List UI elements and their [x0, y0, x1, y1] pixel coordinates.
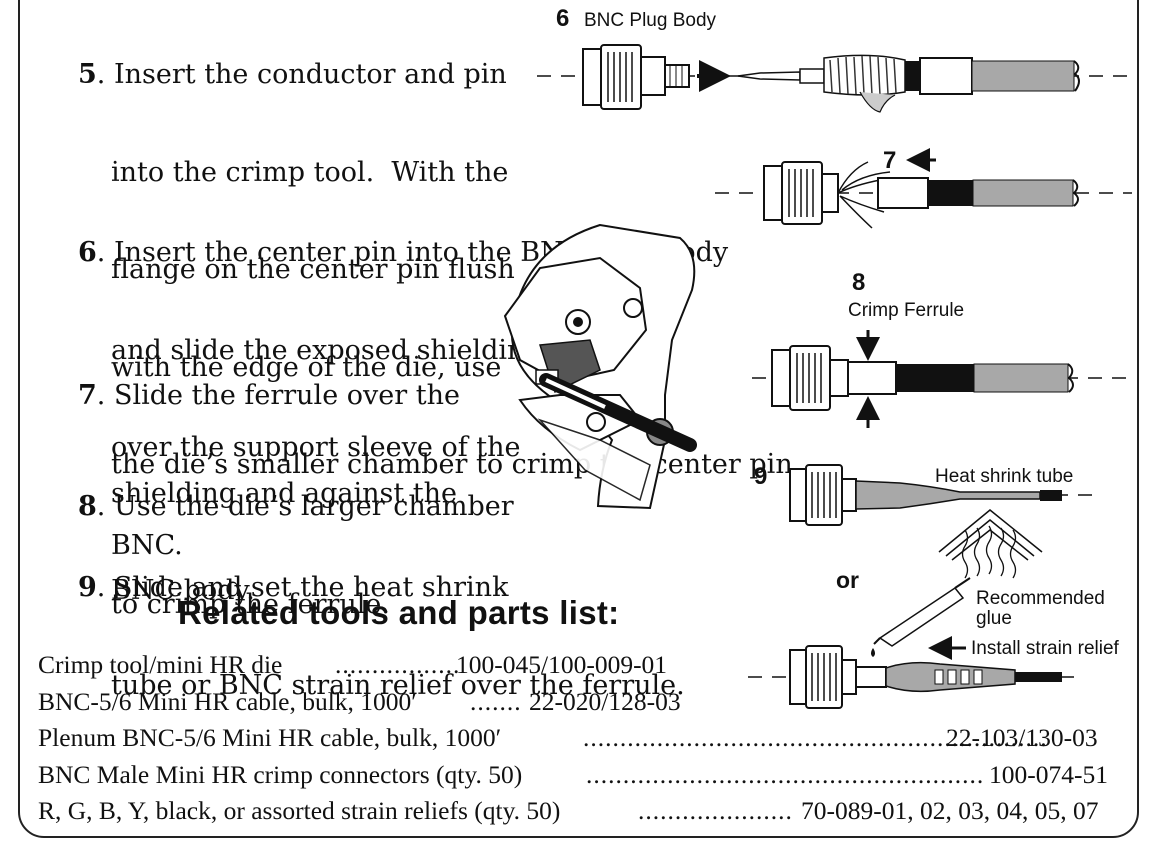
step-text: with the edge of the die, use: [111, 351, 502, 383]
step-text: Use the die’s larger chamber: [113, 491, 514, 522]
install-strain-relief-label: Install strain relief: [971, 638, 1120, 659]
glue-label-line1: Recommended: [976, 588, 1105, 609]
dot-leader: .................: [335, 650, 461, 679]
figure-6-number: 6: [556, 5, 569, 32]
page-border: [18, 0, 1139, 838]
parts-list: Crimp tool/mini HR die .................…: [38, 647, 1118, 830]
step-text: BNC.: [111, 529, 183, 561]
dot-leader: ........................................…: [586, 759, 985, 789]
part-number: 100-074-51: [989, 759, 1108, 789]
figure-9-label: Heat shrink tube: [935, 466, 1073, 487]
part-description: Plenum BNC-5/6 Mini HR cable, bulk, 1000…: [38, 723, 502, 752]
step-6: 6. Insert the center pin into the BNC pl…: [78, 237, 729, 561]
figure-8-crimp-ferrule: [752, 330, 1132, 428]
step-5: 5. Insert the conductor and pin into the…: [78, 59, 802, 480]
step-number: 8: [78, 491, 97, 522]
dot-leader: ........................................…: [583, 723, 1048, 752]
figure-8-number: 8: [852, 269, 865, 296]
or-label: or: [836, 567, 859, 593]
figure-strain-relief: [748, 577, 1075, 709]
step-7: 7. Slide the ferrule over the shielding …: [78, 380, 460, 606]
figure-7-number: 7: [883, 147, 896, 174]
glue-tube-icon: [871, 577, 971, 657]
part-number: 22-020/128-03: [529, 686, 681, 716]
figure-6-bnc-plug-body: [537, 44, 1132, 113]
step-text: Insert the conductor and pin: [113, 59, 507, 90]
part-description: BNC Male Mini HR crimp connectors (qty. …: [38, 759, 523, 789]
parts-row: BNC Male Mini HR crimp connectors (qty. …: [38, 757, 1118, 794]
step-number: 5: [78, 59, 97, 90]
step-text: tube or BNC strain relief over the ferru…: [111, 669, 685, 701]
parts-row: Crimp tool/mini HR die .................…: [38, 647, 1118, 684]
figure-9-number: 9: [754, 463, 767, 490]
step-8: 8. Use the die’s larger chamber to crimp…: [78, 491, 514, 620]
step-text: into the crimp tool. With the: [111, 156, 509, 188]
bnc-connector-icon: [763, 161, 839, 225]
step-text: shielding and against the: [111, 477, 458, 509]
glue-label-line2: glue: [976, 608, 1012, 629]
step-text: flange on the center pin flush: [111, 254, 515, 285]
step-text: to crimp the ferrule.: [111, 588, 390, 620]
step-text: and slide the exposed shielding: [111, 334, 542, 366]
part-number: 100-045/100-009-01: [456, 650, 668, 679]
step-number: 9: [78, 572, 97, 603]
step-text: over the support sleeve of the: [111, 432, 521, 463]
part-number: 22-103/130-03: [946, 723, 1098, 752]
figure-6-label: BNC Plug Body: [584, 10, 717, 31]
figure-9-heat-shrink: [789, 464, 1100, 579]
crimp-tool-illustration: [503, 223, 697, 510]
related-heading: Related tools and parts list:: [178, 594, 620, 631]
parts-row: BNC-5/6 Mini HR cable, bulk, 1000′ .....…: [38, 684, 1118, 721]
parts-row: R, G, B, Y, black, or assorted strain re…: [38, 793, 1118, 830]
step-text: BNC body.: [111, 575, 255, 606]
bnc-connector-icon: [582, 44, 690, 110]
parts-row: Plenum BNC-5/6 Mini HR cable, bulk, 1000…: [38, 720, 1118, 757]
dot-leader: .......: [470, 686, 522, 716]
step-number: 7: [78, 380, 97, 411]
figure-8-label: Crimp Ferrule: [848, 300, 964, 321]
part-description: R, G, B, Y, black, or assorted strain re…: [38, 796, 561, 825]
step-text: Slide the ferrule over the: [113, 380, 460, 411]
step-text: Slide and set the heat shrink: [113, 572, 509, 603]
step-9: 9. Slide and set the heat shrink tube or…: [78, 572, 685, 701]
bnc-connector-icon: [789, 464, 857, 526]
step-number: 6: [78, 237, 97, 268]
part-description: Crimp tool/mini HR die: [38, 650, 283, 679]
part-number: 70-089-01, 02, 03, 04, 05, 07: [801, 796, 1099, 825]
bnc-connector-icon: [789, 645, 857, 709]
dot-leader: .....................: [638, 796, 793, 825]
part-description: BNC-5/6 Mini HR cable, bulk, 1000′: [38, 686, 417, 716]
bnc-connector-icon: [771, 345, 849, 411]
figure-7-slide-ferrule: [715, 148, 1132, 229]
